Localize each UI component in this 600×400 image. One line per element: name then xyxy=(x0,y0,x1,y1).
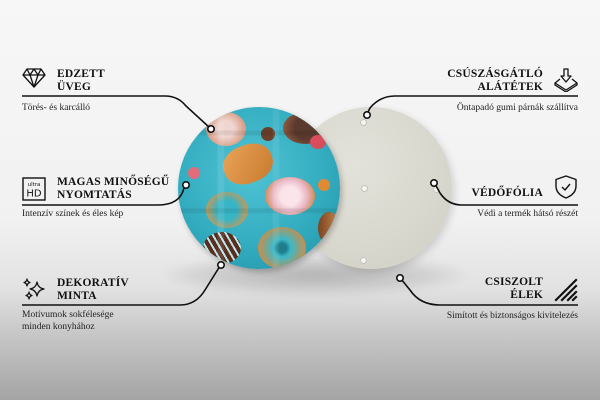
feature-title: DEKORATÍV MINTA xyxy=(57,277,129,303)
feature-description: Intenzív színek és éles kép xyxy=(22,209,124,219)
title-line: ALÁTÉTEK xyxy=(477,81,543,93)
glass-reflection xyxy=(178,107,340,269)
feature-title: MAGAS MINŐSÉGŰ NYOMTATÁS xyxy=(57,176,169,202)
shield-check-icon xyxy=(554,175,578,199)
feature-title: VÉDŐFÓLIA xyxy=(472,187,543,200)
feature-title: CSISZOLT ÉLEK xyxy=(485,276,543,302)
title-line: MAGAS MINŐSÉGŰ xyxy=(57,176,170,188)
svg-text:ultra: ultra xyxy=(28,182,41,188)
coaster-front-glass xyxy=(178,107,340,269)
feature-description: Védi a termék hátsó részét xyxy=(477,209,578,219)
title-line: CSÚSZÁSGÁTLÓ xyxy=(447,68,543,80)
donut-small-orange xyxy=(318,179,330,191)
rubber-pad xyxy=(360,119,367,126)
donut-teal-large xyxy=(258,227,306,269)
feature-description: Törés- és karcálló xyxy=(22,103,91,113)
feature-protective-foil: VÉDŐFÓLIA Védi a termék hátsó részét xyxy=(378,175,578,225)
title-line: VÉDŐFÓLIA xyxy=(471,187,543,199)
feature-anti-slip-pads: CSÚSZÁSGÁTLÓ ALÁTÉTEK Öntapadó gumi párn… xyxy=(378,68,578,118)
diamond-icon xyxy=(22,68,46,88)
description-line: Motívumok sokfélesége xyxy=(22,310,114,320)
feature-polished-edges: CSISZOLT ÉLEK Simított és biztonságos ki… xyxy=(378,276,578,326)
feature-hd-print: ultra HD MAGAS MINŐSÉGŰ NYOMTATÁS Intenz… xyxy=(22,176,202,226)
title-line: ÜVEG xyxy=(57,81,92,93)
feature-description: Öntapadó gumi párnák szállítva xyxy=(456,103,578,113)
title-line: DEKORATÍV xyxy=(57,277,129,289)
title-line: ÉLEK xyxy=(510,289,543,301)
donut-striped xyxy=(203,232,241,264)
title-line: EDZETT xyxy=(57,68,105,80)
hatched-edge-icon xyxy=(554,278,578,302)
feature-title: EDZETT ÜVEG xyxy=(57,68,105,94)
description-line: minden konyhához xyxy=(22,322,95,332)
ultra-hd-icon: ultra HD xyxy=(22,177,46,201)
pad-download-icon xyxy=(554,68,578,92)
donut-pink-glaze xyxy=(265,177,315,215)
candy-pink xyxy=(188,167,200,179)
feature-decorative-pattern: DEKORATÍV MINTA Motívumok sokfélesége mi… xyxy=(22,277,202,337)
donut-teal-glaze xyxy=(206,192,248,228)
title-line: CSISZOLT xyxy=(484,276,543,288)
rubber-pad xyxy=(360,257,367,264)
title-line: MINTA xyxy=(57,290,97,302)
feature-description: Simított és biztonságos kivitelezés xyxy=(446,311,578,321)
svg-text:HD: HD xyxy=(26,189,42,200)
title-line: NYOMTATÁS xyxy=(57,189,132,201)
chocolate-ball xyxy=(261,127,275,141)
feature-title: CSÚSZÁSGÁTLÓ ALÁTÉTEK xyxy=(447,68,543,94)
feature-tempered-glass: EDZETT ÜVEG Törés- és karcálló xyxy=(22,68,202,118)
candy-red-stripe xyxy=(310,135,326,149)
feature-description: Motívumok sokfélesége minden konyhához xyxy=(22,309,114,333)
donut-brown xyxy=(318,212,340,244)
sparkles-icon xyxy=(22,277,46,301)
rubber-pad xyxy=(361,185,368,192)
